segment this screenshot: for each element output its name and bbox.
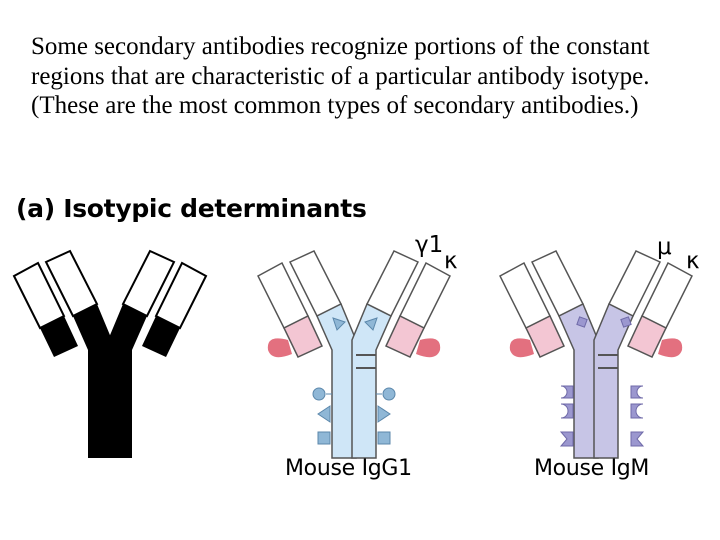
panel-title: (a) Isotypic determinants — [16, 194, 367, 223]
heavy-chain-determinants — [312, 317, 396, 445]
caption-igg1: Mouse IgG1 — [285, 456, 412, 481]
light-chain-label-igm: κ — [686, 248, 700, 274]
heavy-chain-label-igg1: γ1 — [415, 232, 444, 258]
antibody-igg1 — [257, 250, 451, 459]
antibody-generic — [12, 249, 208, 458]
intro-text: Some secondary antibodies recognize port… — [31, 33, 650, 119]
light-chain-determinant-left — [267, 338, 292, 358]
heavy-chain-determinants — [559, 316, 645, 447]
heavy-chain-label-igm: μ — [657, 234, 672, 260]
light-chain-label-igg1: κ — [444, 248, 458, 274]
caption-igm: Mouse IgM — [534, 456, 650, 481]
antibody-igm — [499, 250, 693, 459]
light-chain-determinant-right — [416, 338, 441, 358]
